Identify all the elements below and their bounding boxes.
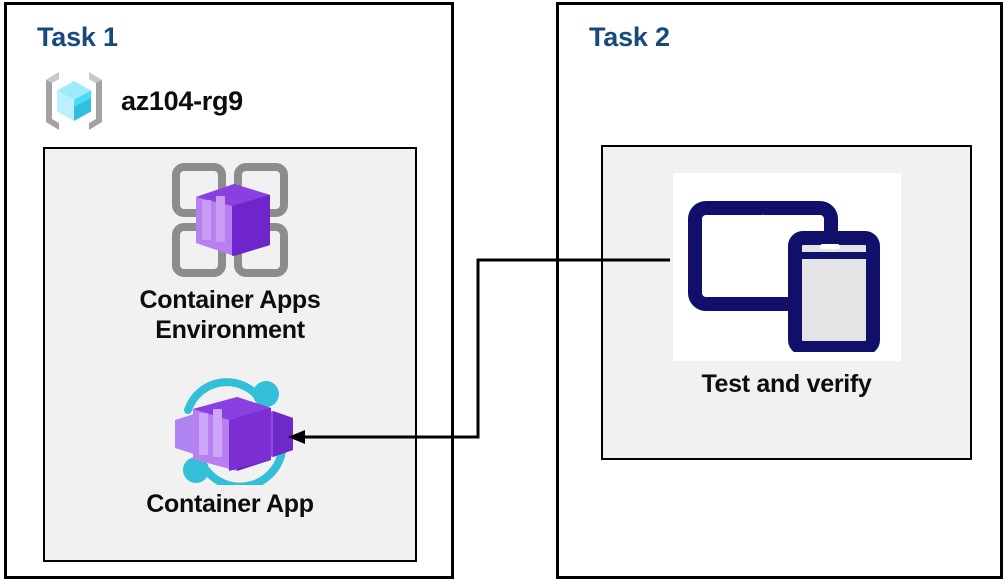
- container-apps-environment-label: Container Apps Environment: [139, 286, 321, 344]
- test-and-verify-block: Test and verify: [603, 173, 970, 399]
- test-and-verify-label: Test and verify: [701, 370, 872, 398]
- task2-panel: Task 2: [556, 2, 1003, 579]
- container-apps-environment-block: Container Apps Environment: [45, 159, 415, 345]
- resource-group-icon: [39, 66, 109, 136]
- task1-title: Task 1: [37, 22, 118, 52]
- container-app-icon: [165, 377, 295, 485]
- task2-title: Task 2: [589, 22, 670, 52]
- resource-group-label: az104-rg9: [121, 85, 243, 116]
- container-app-block: Container App: [45, 377, 415, 520]
- task2-content-box: Test and verify: [601, 145, 972, 460]
- resource-group-row: az104-rg9: [39, 66, 243, 136]
- test-and-verify-icon-backdrop: [672, 173, 901, 361]
- task1-resource-group-box: Container Apps Environment: [43, 147, 417, 562]
- test-and-verify-devices-icon: [687, 182, 887, 352]
- container-app-label: Container App: [146, 490, 314, 518]
- task1-panel: Task 1: [4, 2, 454, 579]
- container-apps-environment-icon: [166, 159, 294, 281]
